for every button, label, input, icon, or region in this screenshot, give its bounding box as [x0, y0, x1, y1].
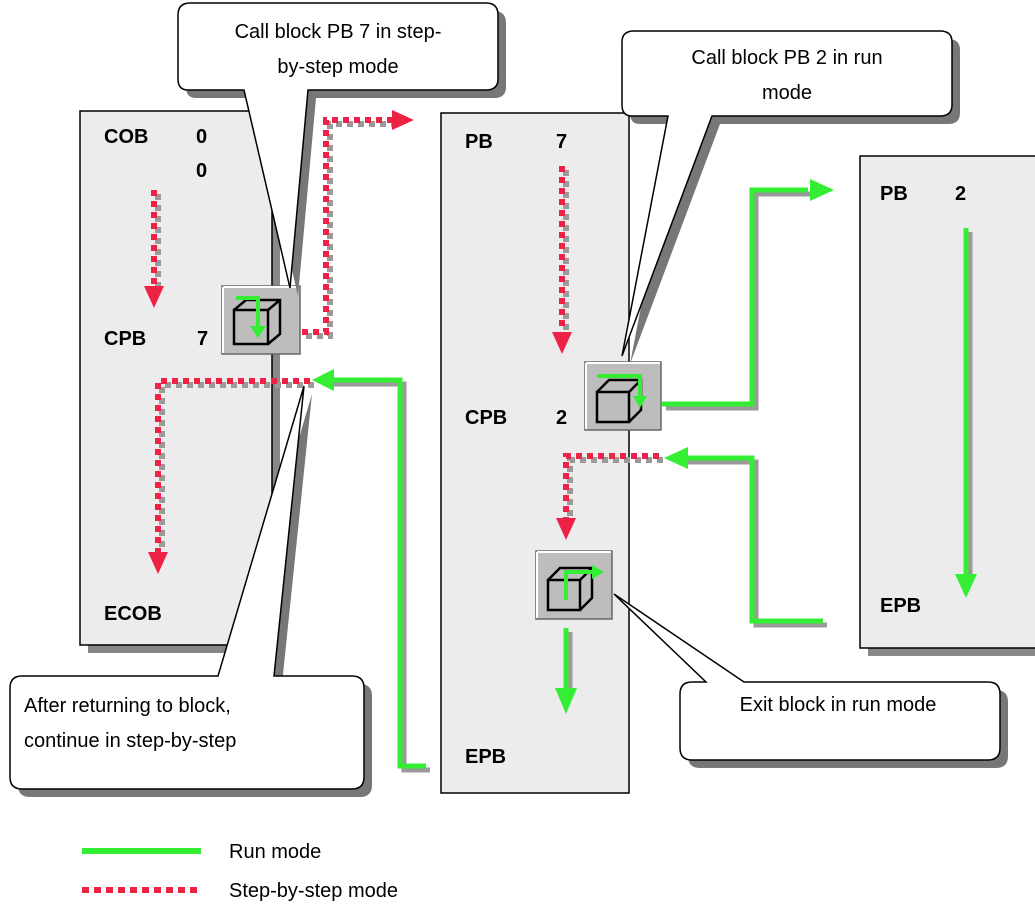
cob-call-number: 7	[197, 328, 208, 350]
pb7-name: PB	[465, 131, 493, 153]
arrowhead	[556, 518, 576, 540]
callout-after-return: After returning to block, continue in st…	[9, 385, 372, 797]
pb7-number: 7	[556, 131, 567, 153]
cob-number-a: 0	[196, 126, 207, 148]
cob-labels: COB 0 0 CPB 7 ECOB	[104, 126, 208, 625]
arrowhead	[148, 552, 168, 574]
cob-end-label: ECOB	[104, 603, 162, 625]
callout-after-return-line1: After returning to block,	[24, 695, 231, 717]
callout-call-pb2-line1: Call block PB 2 in run	[691, 47, 882, 69]
cob-number-b: 0	[196, 160, 207, 182]
run-mode-lines	[330, 187, 969, 769]
legend: Run mode Step-by-step mode	[82, 841, 398, 902]
return-run-line	[330, 377, 426, 769]
arrowhead	[810, 179, 834, 201]
pb2-end-label: EPB	[880, 595, 921, 617]
call-block-step-icon	[221, 285, 301, 355]
callout-call-pb2-line2: mode	[762, 82, 812, 104]
pb2-return-run-line	[684, 455, 823, 624]
callout-call-pb2: Call block PB 2 in run mode	[621, 30, 960, 364]
pb7-return-step-line	[563, 453, 659, 518]
arrowhead	[555, 688, 577, 714]
call-block-run-icon	[584, 361, 662, 431]
pb7-block-panel	[440, 112, 630, 794]
return-step-line	[155, 378, 310, 552]
pb7-block	[440, 112, 630, 794]
run-mode-paths	[312, 179, 977, 773]
pb2-name: PB	[880, 183, 908, 205]
pb7-call-number: 2	[556, 407, 567, 429]
arrowhead	[392, 110, 414, 130]
callout-call-pb7-line1: Call block PB 7 in step-	[235, 21, 442, 43]
legend-run-label: Run mode	[229, 841, 321, 863]
callout-after-return-line2: continue in step-by-step	[24, 730, 236, 752]
exit-block-icon	[535, 550, 613, 620]
callout-call-pb7: Call block PB 7 in step- by-step mode	[177, 2, 506, 296]
step-mode-lines	[151, 117, 659, 552]
callout-exit-block: Exit block in run mode	[613, 593, 1008, 768]
cob-call-label: CPB	[104, 328, 146, 350]
callout-exit-block-line1: Exit block in run mode	[740, 694, 937, 716]
pb7-end-label: EPB	[465, 746, 506, 768]
cob-name: COB	[104, 126, 148, 148]
pb2-labels: PB 2 EPB	[880, 183, 966, 617]
arrowhead	[144, 286, 164, 308]
call-pb2-run-line	[662, 187, 808, 407]
step-mode-paths	[144, 110, 663, 574]
pb2-block	[859, 155, 1035, 656]
call-pb7-step-line	[302, 117, 392, 335]
arrowhead	[552, 332, 572, 354]
arrowhead	[312, 369, 334, 391]
pb7-labels: PB 7 CPB 2 EPB	[465, 131, 567, 768]
pb7-call-label: CPB	[465, 407, 507, 429]
callout-call-pb7-line2: by-step mode	[277, 56, 398, 78]
arrowhead	[955, 574, 977, 598]
pb2-block-panel	[859, 155, 1035, 649]
pb2-number: 2	[955, 183, 966, 205]
legend-step-label: Step-by-step mode	[229, 880, 398, 902]
arrowhead	[664, 447, 688, 469]
